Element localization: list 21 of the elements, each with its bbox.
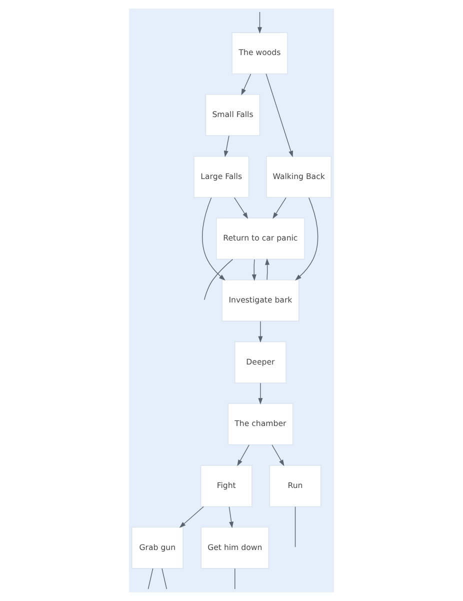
arrow [234,197,248,219]
connector [234,568,236,590]
connector [294,506,296,548]
arrow [258,320,263,343]
arrow [228,506,234,528]
arrow [179,506,204,528]
arrow [237,444,250,466]
arrow [265,258,270,280]
connector [162,568,168,590]
arrow [295,197,318,280]
arrow [241,74,252,96]
arrow [224,136,230,158]
arrow [258,12,262,34]
arrow [272,197,286,219]
connector [148,568,154,590]
arrow [266,73,293,158]
arrow [202,197,226,281]
arrow [272,444,284,466]
arrow [258,382,263,404]
arrow [252,259,256,281]
connector [204,258,234,300]
